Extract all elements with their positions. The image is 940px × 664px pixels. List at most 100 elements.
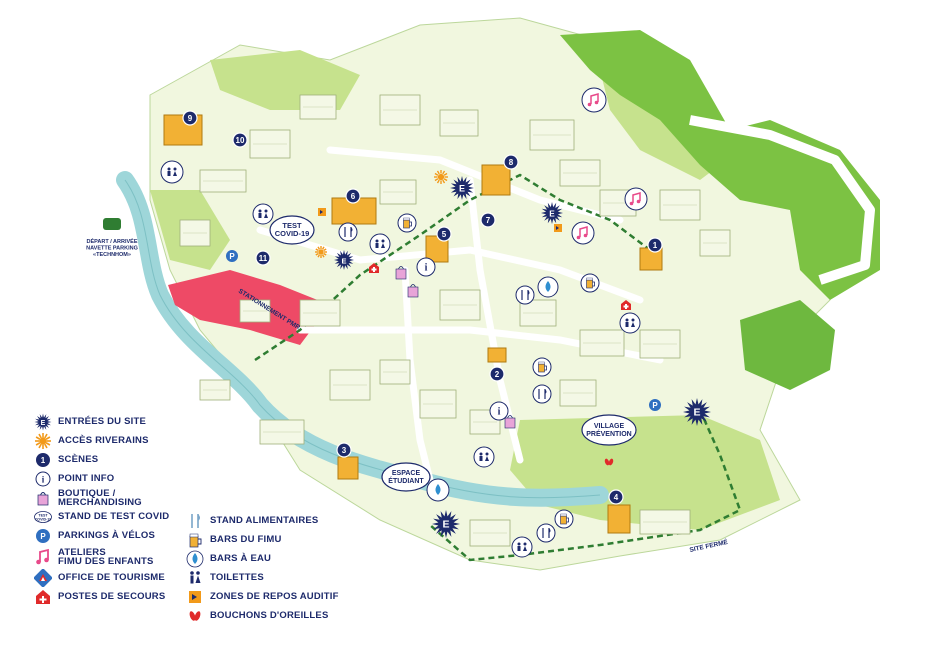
quiet-zone-icon[interactable] bbox=[554, 224, 562, 232]
scene-badge-8[interactable]: 8 bbox=[503, 154, 519, 170]
site-entry-1[interactable]: E bbox=[450, 176, 474, 200]
bike-parking-icon[interactable]: P bbox=[649, 399, 661, 411]
svg-text:P: P bbox=[652, 401, 658, 410]
svg-text:E: E bbox=[459, 184, 465, 194]
legend-label: ZONES DE REPOS AUDITIF bbox=[210, 591, 339, 602]
river bbox=[116, 171, 609, 507]
scene-badge-3[interactable]: 3 bbox=[336, 442, 352, 458]
legend-item-bar-beer: BARS DU FIMU bbox=[186, 530, 346, 549]
scene-badge-5[interactable]: 5 bbox=[436, 226, 452, 242]
food-stand-icon[interactable] bbox=[536, 523, 556, 543]
legend-label: STAND DE TEST COVID bbox=[58, 511, 170, 522]
legend-label: BOUTIQUE / MERCHANDISING bbox=[58, 487, 142, 508]
food-stand-icon[interactable] bbox=[338, 222, 358, 242]
shopping-bag-icon bbox=[37, 491, 49, 505]
svg-text:7: 7 bbox=[486, 216, 491, 225]
scene-badge-9[interactable]: 9 bbox=[182, 110, 198, 126]
first-aid-icon[interactable] bbox=[369, 263, 379, 273]
music-note-icon bbox=[36, 548, 49, 564]
scene-badge-6[interactable]: 6 bbox=[345, 188, 361, 204]
info-point-icon[interactable]: i bbox=[489, 401, 509, 421]
svg-text:P: P bbox=[40, 532, 46, 541]
children-workshop-icon[interactable] bbox=[571, 221, 595, 245]
svg-text:P: P bbox=[229, 252, 235, 261]
site-entry-3[interactable]: E bbox=[334, 250, 354, 270]
legend-label: BOUCHONS D'OREILLES bbox=[210, 610, 329, 621]
svg-text:11: 11 bbox=[259, 254, 268, 263]
bar-beer-icon bbox=[189, 533, 202, 547]
fimu-bar-icon[interactable] bbox=[580, 273, 600, 293]
legend-icon-wrap: P bbox=[34, 527, 52, 545]
scene-badge-7[interactable]: 7 bbox=[480, 212, 496, 228]
legend-icon-wrap bbox=[34, 588, 52, 606]
legend-label: TOILETTES bbox=[210, 572, 264, 583]
shopping-bag-icon[interactable] bbox=[395, 266, 407, 280]
legend-icon-wrap: 1 bbox=[34, 451, 52, 469]
toilets-icon[interactable] bbox=[160, 160, 184, 184]
site-entry-5[interactable]: E bbox=[432, 510, 460, 538]
legend-item-first-aid: POSTES DE SECOURS bbox=[34, 587, 194, 606]
fimu-bar-icon[interactable] bbox=[554, 509, 574, 529]
toilets-icon[interactable] bbox=[619, 312, 641, 334]
legend-item-music-note: ATELIERS FIMU DES ENFANTS bbox=[34, 545, 194, 568]
svg-text:E: E bbox=[549, 210, 555, 219]
legend-item-quiet-zone: ZONES DE REPOS AUDITIF bbox=[186, 587, 346, 606]
svg-text:2: 2 bbox=[495, 370, 500, 379]
legend-icon-wrap bbox=[186, 550, 204, 568]
legend-icon-wrap bbox=[186, 569, 204, 587]
shopping-bag-icon[interactable] bbox=[407, 284, 419, 298]
shopping-bag-icon[interactable] bbox=[504, 415, 516, 429]
stage-number-icon: 1 bbox=[36, 452, 50, 467]
legend-item-water-drop: BARS À EAU bbox=[186, 549, 346, 568]
water-bar-icon[interactable] bbox=[537, 276, 559, 298]
food-stand-icon[interactable] bbox=[515, 285, 535, 305]
legend-item-food-stand: STAND ALIMENTAIRES bbox=[186, 511, 346, 530]
children-workshop-icon[interactable] bbox=[624, 187, 648, 211]
toilets-icon[interactable] bbox=[369, 233, 391, 255]
bike-parking-icon[interactable]: P bbox=[226, 250, 238, 262]
svg-text:1: 1 bbox=[41, 456, 46, 465]
toilets-icon[interactable] bbox=[473, 446, 495, 468]
info-point-icon[interactable]: i bbox=[416, 257, 436, 277]
water-drop-icon bbox=[186, 550, 204, 567]
svg-text:5: 5 bbox=[442, 230, 447, 239]
info-point-icon: i bbox=[35, 471, 51, 486]
scene-badge-2[interactable]: 2 bbox=[489, 366, 505, 382]
svg-text:E: E bbox=[41, 420, 46, 427]
food-stand-icon[interactable] bbox=[532, 384, 552, 404]
fimu-bar-icon[interactable] bbox=[532, 357, 552, 377]
site-entry-2[interactable]: E bbox=[541, 202, 563, 224]
river-outline bbox=[124, 179, 601, 499]
site-entry-4[interactable]: E bbox=[683, 398, 711, 426]
legend-label: POSTES DE SECOURS bbox=[58, 591, 166, 602]
svg-text:TEST: TEST bbox=[38, 513, 48, 517]
fimu-bar-icon[interactable] bbox=[397, 213, 417, 233]
svg-text:i: i bbox=[42, 474, 45, 484]
first-aid-icon[interactable] bbox=[621, 300, 631, 310]
scene-badge-1[interactable]: 1 bbox=[647, 237, 663, 253]
toilets-icon[interactable] bbox=[252, 203, 274, 225]
children-workshop-icon[interactable] bbox=[581, 87, 607, 113]
scene-badge-4[interactable]: 4 bbox=[608, 489, 624, 505]
building-blocks bbox=[179, 94, 731, 547]
svg-text:E: E bbox=[442, 519, 449, 531]
earplugs-icon[interactable] bbox=[604, 458, 614, 466]
scene-badge-10[interactable]: 10 bbox=[232, 132, 248, 148]
scene-badges: 1 2 3 4 5 6 7 8 9 10 11 bbox=[182, 110, 663, 505]
legend-label: ACCÈS RIVERAINS bbox=[58, 435, 149, 446]
quiet-zone-icon[interactable] bbox=[318, 208, 326, 216]
scene-badge-11[interactable]: 11 bbox=[255, 250, 271, 266]
fortress-hill bbox=[560, 30, 880, 300]
tourism-office-icon bbox=[34, 568, 52, 587]
toilets-icon[interactable] bbox=[511, 536, 533, 558]
water-bar-icon[interactable] bbox=[426, 478, 450, 502]
